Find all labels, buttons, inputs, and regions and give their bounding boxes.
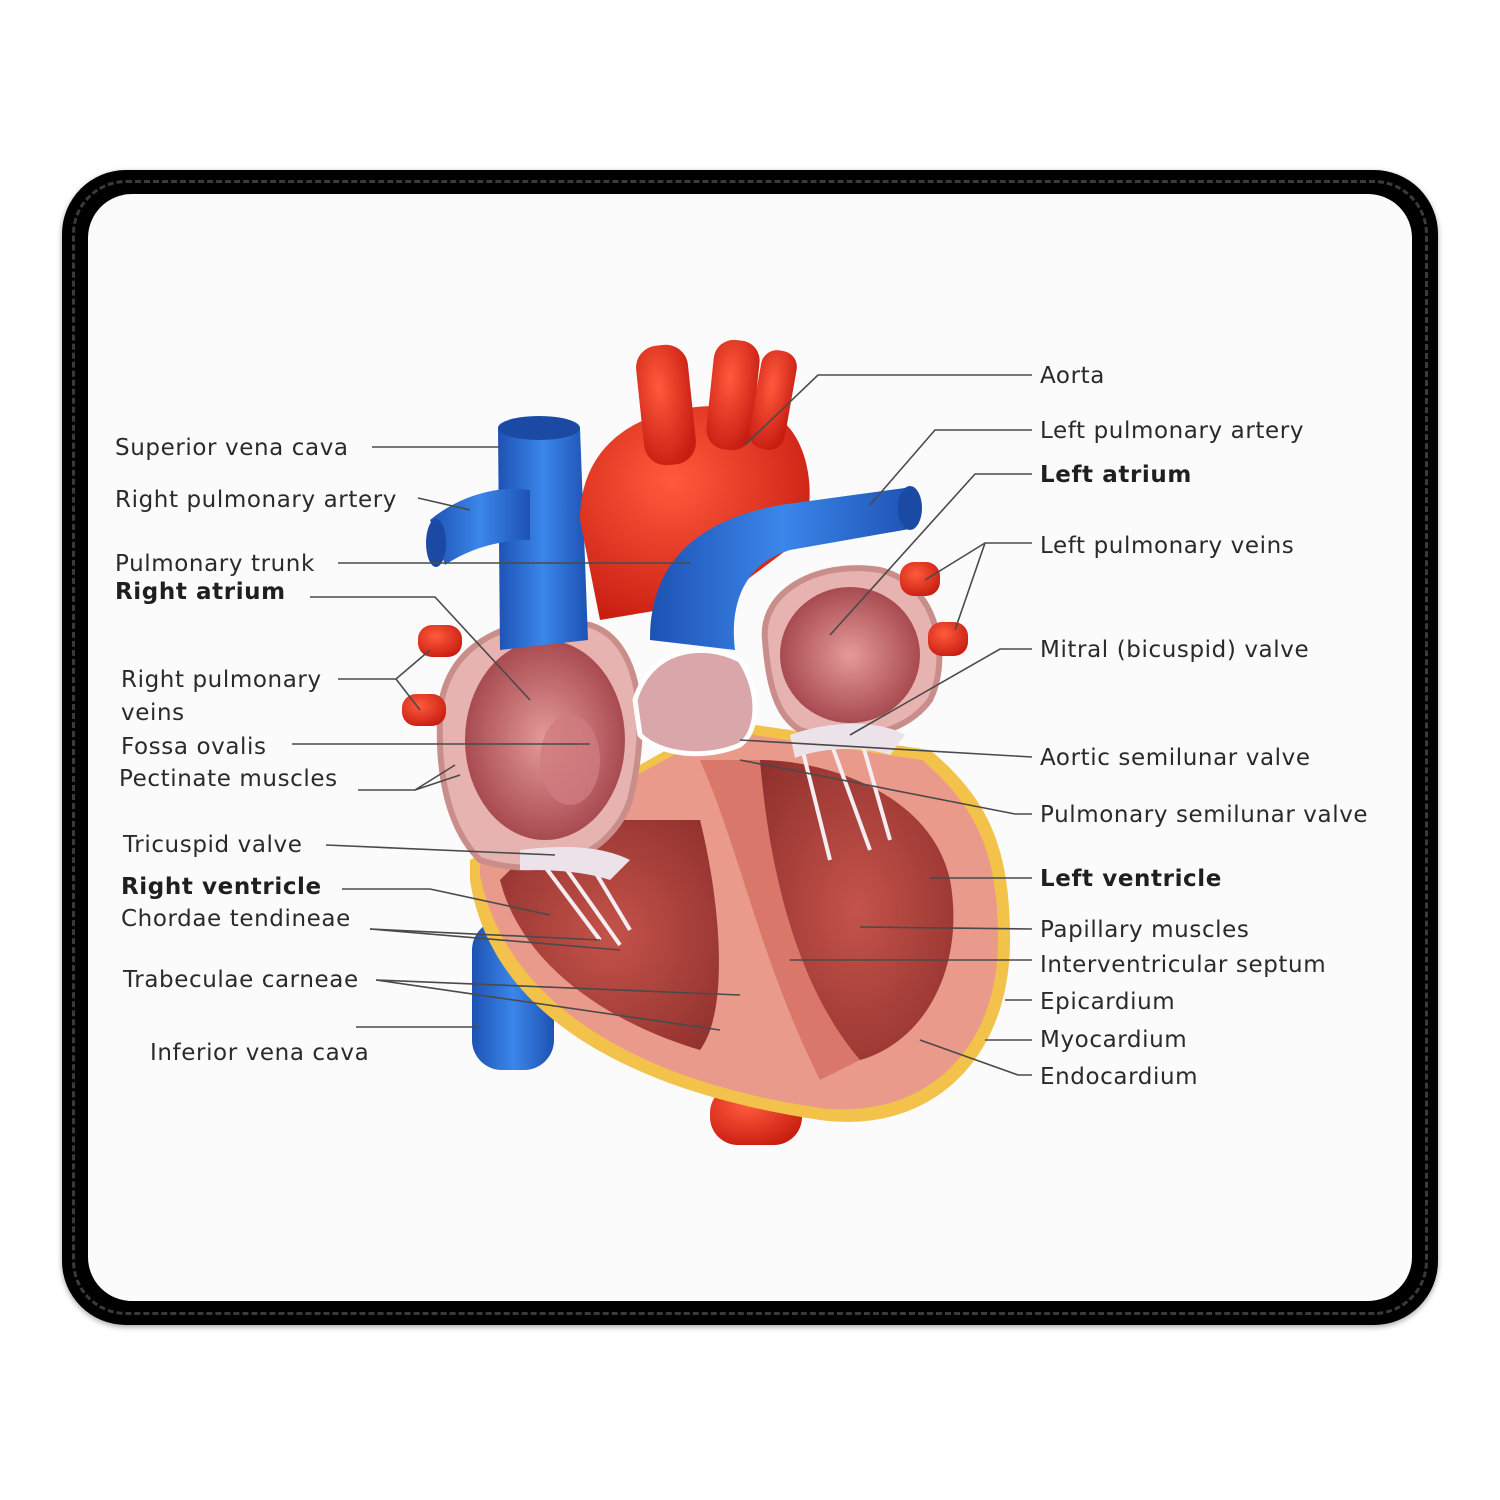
label-chordae-tendineae: Chordae tendineae (121, 906, 351, 932)
label-aortic-semilunar-valve: Aortic semilunar valve (1040, 745, 1311, 771)
left-labels: Superior vena cava Right pulmonary arter… (115, 435, 397, 1066)
label-right-atrium: Right atrium (115, 579, 286, 605)
left-pulmonary-artery-opening (898, 486, 922, 530)
left-atrium-cavity (780, 587, 920, 723)
label-aorta: Aorta (1040, 363, 1105, 389)
interventricular-septum-shape (700, 760, 860, 1080)
label-epicardium: Epicardium (1040, 989, 1175, 1015)
label-papillary-muscles: Papillary muscles (1040, 917, 1250, 943)
label-left-atrium: Left atrium (1040, 462, 1192, 488)
label-right-pulmonary-artery: Right pulmonary artery (115, 487, 397, 513)
mitral-valve-shape (790, 723, 905, 758)
right-pulmonary-vein-lower (402, 694, 446, 726)
label-pectinate-muscles: Pectinate muscles (119, 766, 338, 792)
label-pulmonary-trunk: Pulmonary trunk (115, 551, 315, 577)
label-myocardium: Myocardium (1040, 1027, 1187, 1053)
left-carotid-artery-shape (706, 339, 760, 451)
superior-vena-cava-opening (498, 416, 580, 440)
label-left-pulmonary-artery: Left pulmonary artery (1040, 418, 1304, 444)
label-tricuspid-valve: Tricuspid valve (122, 832, 302, 858)
label-right-ventricle: Right ventricle (121, 874, 322, 900)
label-pulmonary-semilunar-valve: Pulmonary semilunar valve (1040, 802, 1368, 828)
label-left-pulmonary-veins: Left pulmonary veins (1040, 533, 1294, 559)
right-pulmonary-vein-upper (418, 625, 462, 657)
leader-lines (292, 374, 1033, 1076)
label-left-ventricle: Left ventricle (1040, 866, 1222, 892)
label-interventricular-septum: Interventricular septum (1040, 952, 1326, 978)
label-mitral-valve: Mitral (bicuspid) valve (1040, 637, 1309, 663)
pulmonary-trunk-shape (650, 488, 915, 650)
right-pulmonary-artery-opening (426, 519, 446, 567)
right-pulmonary-artery-shape (430, 488, 530, 565)
label-fossa-ovalis: Fossa ovalis (121, 734, 267, 760)
label-right-pulmonary-veins-line2: veins (121, 700, 185, 726)
left-pulmonary-vein-lower (928, 622, 968, 656)
left-subclavian-artery-shape (749, 350, 797, 450)
right-labels: Aorta Left pulmonary artery Left atrium … (1040, 363, 1368, 1090)
label-right-pulmonary-veins-line1: Right pulmonary (121, 667, 322, 693)
brachiocephalic-artery-shape (636, 344, 696, 466)
left-pulmonary-vein-upper (900, 562, 940, 596)
fossa-ovalis-shape (540, 715, 600, 805)
label-trabeculae-carneae: Trabeculae carneae (122, 967, 359, 993)
label-endocardium: Endocardium (1040, 1064, 1198, 1090)
superior-vena-cava-shape (498, 428, 588, 650)
label-inferior-vena-cava: Inferior vena cava (150, 1040, 369, 1066)
semilunar-valves-shape (632, 647, 758, 757)
label-superior-vena-cava: Superior vena cava (115, 435, 349, 461)
